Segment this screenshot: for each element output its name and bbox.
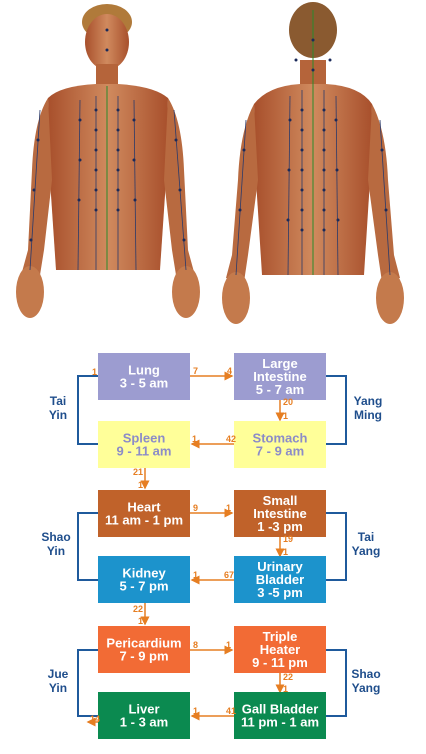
pair-label-jue-yin: Yin	[49, 681, 67, 695]
organ-text: 9 - 11 pm	[252, 655, 308, 670]
organ-box-bg	[98, 421, 190, 468]
point-number: 4	[227, 366, 232, 376]
organ-text: Heater	[260, 642, 300, 657]
bracket-tai-yin	[77, 375, 98, 445]
organ-text: 3 -5 pm	[257, 585, 303, 600]
point-number: 1	[283, 411, 288, 421]
organ-box-bg	[234, 421, 326, 468]
pair-label-shao-yang: Shao	[351, 667, 380, 681]
flow-arrows	[86, 371, 285, 727]
organ-text: Intestine	[253, 506, 306, 521]
organ-text: Large	[262, 356, 297, 371]
point-number: 22	[133, 604, 143, 614]
organ-box-bg	[234, 353, 326, 400]
point-number: 1	[193, 706, 198, 716]
organ-box-bg	[98, 626, 190, 673]
organ-text: Lung	[128, 363, 160, 378]
pair-label-tai-yin: Tai	[50, 394, 66, 408]
organ-box-bg	[98, 692, 190, 739]
organ-text: Liver	[128, 702, 159, 717]
point-number: 41	[226, 706, 236, 716]
pair-label-yang-ming: Ming	[354, 408, 382, 422]
point-number: 1	[193, 570, 198, 580]
organ-box-bg	[234, 692, 326, 739]
organ-text: 5 - 7 am	[256, 382, 304, 397]
organ-text: Pericardium	[106, 636, 181, 651]
pair-label-yang-ming: Yang	[354, 394, 383, 408]
organ-text: 11 am - 1 pm	[105, 513, 183, 528]
point-number: 8	[193, 640, 198, 650]
pair-label-tai-yin: Yin	[49, 408, 67, 422]
point-number: 1	[226, 640, 231, 650]
pair-label-shao-yin: Shao	[41, 530, 70, 544]
organ-box-bg	[234, 556, 326, 603]
organ-text: Stomach	[253, 431, 308, 446]
bracket-tai-yang	[325, 512, 347, 581]
point-number: 1	[138, 480, 143, 490]
organ-box-bg	[98, 556, 190, 603]
point-number: 22	[283, 672, 293, 682]
front-figure	[16, 4, 200, 318]
organ-box-bg	[98, 490, 190, 537]
point-number: 1	[138, 616, 143, 626]
point-number: 21	[133, 467, 143, 477]
organ-text: 5 - 7 pm	[119, 579, 168, 594]
point-number: 14	[90, 714, 100, 724]
point-number: 20	[283, 397, 293, 407]
organ-text: Kidney	[122, 566, 166, 581]
bracket-jue-yin	[77, 649, 98, 717]
point-number: 9	[193, 503, 198, 513]
organ-text: Small	[263, 493, 298, 508]
pair-label-tai-yang: Yang	[352, 544, 381, 558]
bracket-yang-ming	[325, 375, 347, 445]
organ-text: Bladder	[256, 572, 304, 587]
pair-label-tai-yang: Tai	[358, 530, 374, 544]
organ-text: 1 -3 pm	[257, 519, 303, 534]
bracket-shao-yin	[77, 512, 98, 581]
organ-text: 11 pm - 1 am	[241, 715, 319, 730]
organ-box-bg	[234, 626, 326, 673]
pair-label-shao-yin: Yin	[47, 544, 65, 558]
point-number: 1	[283, 547, 288, 557]
point-number: 1	[283, 684, 288, 694]
meridian-body-illustration	[16, 2, 404, 324]
point-number: 1	[92, 367, 97, 377]
pair-label-shao-yang: Yang	[352, 681, 381, 695]
organ-text: Urinary	[257, 559, 303, 574]
organ-text: 7 - 9 am	[256, 444, 304, 459]
bracket-shao-yang	[325, 649, 347, 717]
organ-text: 3 - 5 am	[120, 376, 168, 391]
organ-text: Heart	[127, 500, 161, 515]
point-number: 1	[226, 503, 231, 513]
point-number: 7	[193, 366, 198, 376]
organ-text: 1 - 3 am	[120, 715, 168, 730]
organ-box-bg	[234, 490, 326, 537]
organ-text: Spleen	[123, 431, 166, 446]
point-number: 19	[283, 534, 293, 544]
back-figure	[222, 2, 404, 324]
pair-label-jue-yin: Jue	[48, 667, 69, 681]
point-number: 67	[224, 570, 234, 580]
organ-text: Triple	[263, 629, 298, 644]
organ-text: Intestine	[253, 369, 306, 384]
point-number: 1	[192, 434, 197, 444]
organ-text: 7 - 9 pm	[119, 649, 168, 664]
organ-box-bg	[98, 353, 190, 400]
organ-text: Gall Bladder	[242, 702, 319, 717]
point-number: 42	[226, 434, 236, 444]
organ-text: 9 - 11 am	[117, 444, 172, 459]
